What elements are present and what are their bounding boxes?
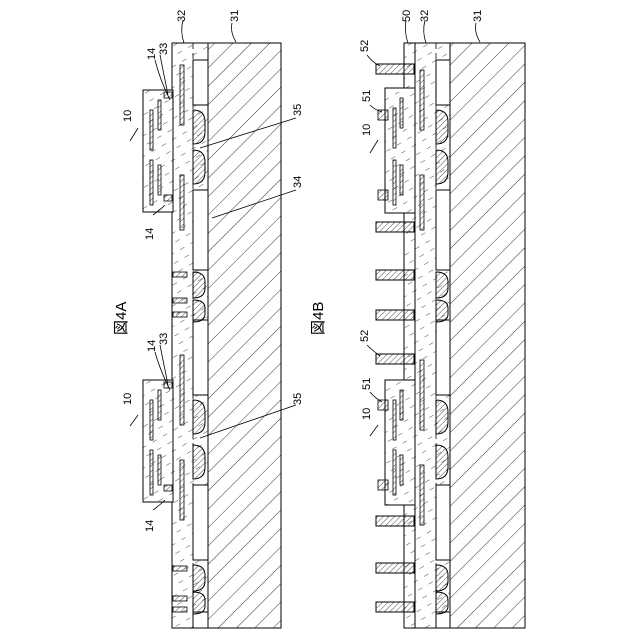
label-33-upper: 33 <box>158 43 170 55</box>
label-32-4a: 32 <box>176 10 188 22</box>
label-50: 50 <box>401 10 413 22</box>
label-51-lower: 51 <box>361 378 373 390</box>
label-52-upper: 52 <box>359 40 371 52</box>
label-32-4b: 32 <box>419 10 431 22</box>
label-14-upper-bottom: 14 <box>144 228 156 240</box>
label-35-upper: 35 <box>292 104 304 116</box>
label-33-lower: 33 <box>158 333 170 345</box>
label-14-lower-bottom: 14 <box>144 520 156 532</box>
substrate-31 <box>208 43 281 628</box>
label-31-4b: 31 <box>472 10 484 22</box>
caption-4a: 図4A <box>113 302 130 335</box>
label-10-upper: 10 <box>122 110 134 122</box>
label-14-lower-top: 14 <box>146 340 158 352</box>
label-51-upper: 51 <box>361 90 373 102</box>
device-10-lower <box>143 380 173 502</box>
label-35-lower: 35 <box>292 393 304 405</box>
caption-4b: 図4B <box>310 302 327 335</box>
label-34: 34 <box>292 176 304 188</box>
device-10-upper <box>143 90 173 212</box>
label-10-lower-4b: 10 <box>361 408 373 420</box>
label-14-upper-top: 14 <box>146 48 158 60</box>
figure-4a: 31 32 33 14 10 35 34 14 図4A 14 33 10 35 … <box>113 10 304 628</box>
substrate-31-4b <box>450 43 525 628</box>
figure-4b: 31 32 50 52 51 10 図4B 52 51 10 <box>310 10 525 628</box>
label-10-lower: 10 <box>122 393 134 405</box>
label-31-4a: 31 <box>229 10 241 22</box>
label-52-lower: 52 <box>359 330 371 342</box>
label-10-upper-4b: 10 <box>361 124 373 136</box>
